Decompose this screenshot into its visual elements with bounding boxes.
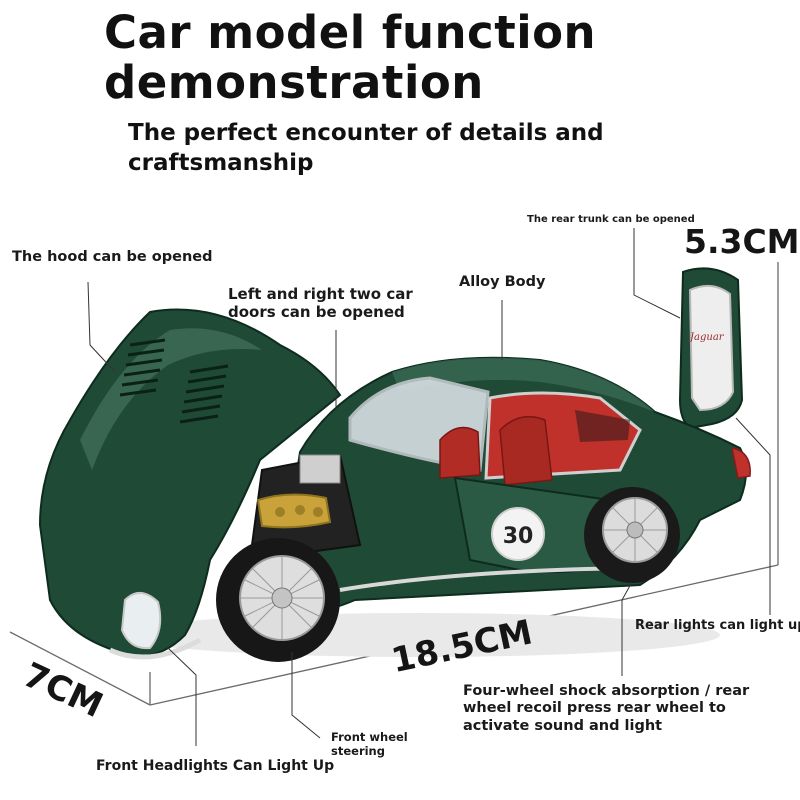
engine [256, 493, 332, 529]
height-dimension: 5.3CM [684, 222, 800, 261]
shock-absorption-label: Four-wheel shock absorption / rear wheel… [463, 683, 750, 734]
page-title: Car model function demonstration [104, 6, 597, 109]
front-headlight [120, 592, 162, 650]
rear-light [731, 447, 751, 479]
race-number-roundel [491, 507, 545, 561]
doors-label: Left and right two car doors can be open… [228, 285, 413, 321]
front-wheel-steering-label: Front wheel steering [331, 730, 408, 758]
front-headlights-label: Front Headlights Can Light Up [96, 758, 335, 774]
car-model: Jaguar 30 [38, 267, 751, 662]
race-number: 30 [503, 524, 534, 549]
page-subtitle: The perfect encounter of details and cra… [128, 120, 604, 176]
leader-lines [87, 228, 771, 746]
rear-lights-label: Rear lights can light up [635, 618, 800, 633]
rear-wheel [584, 487, 680, 583]
svg-text:Jaguar: Jaguar [688, 332, 725, 343]
hood-label: The hood can be opened [12, 249, 213, 265]
front-wheel [216, 538, 340, 662]
alloy-body-label: Alloy Body [459, 274, 546, 290]
hood-louvres [119, 338, 229, 424]
rear-trunk-label: The rear trunk can be opened [527, 214, 695, 225]
